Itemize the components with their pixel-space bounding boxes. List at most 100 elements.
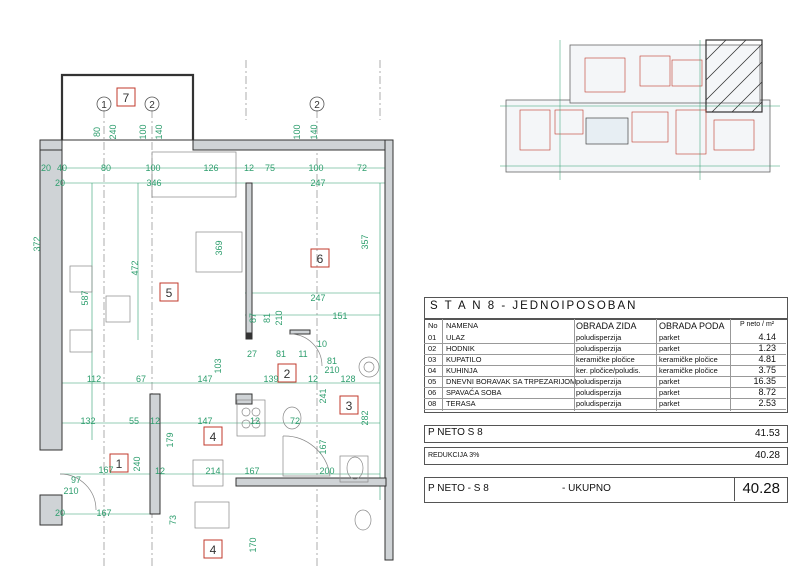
row-no: 05 (428, 377, 437, 386)
dimension-label: 240 (108, 124, 118, 139)
dimension-label: 12 (250, 416, 260, 426)
dimension-label: 210 (274, 310, 284, 325)
room-number: 6 (317, 252, 324, 266)
dimension-label: 214 (205, 466, 220, 476)
dimension-label: 72 (290, 416, 300, 426)
dimension-label: 200 (319, 466, 334, 476)
dimension-label: 240 (132, 456, 142, 471)
total-value: 40.28 (742, 480, 780, 497)
total-label: P NETO - S 8 (428, 483, 489, 494)
key-plan (500, 39, 780, 180)
dimension-label: 100 (138, 124, 148, 139)
dimension-label: 73 (168, 515, 178, 525)
header-floor: OBRADA PODA (659, 321, 725, 331)
row-wall: keramičke pločice (576, 355, 635, 364)
row-floor: parket (659, 377, 680, 386)
row-name: KUPATILO (446, 355, 482, 364)
dimension-label: 346 (146, 178, 161, 188)
row-area: 4.14 (758, 332, 776, 342)
dimension-label: 357 (360, 234, 370, 249)
dimension-label: 140 (154, 124, 164, 139)
header-wall: OBRADA ZIDA (576, 321, 637, 331)
dimension-label: 139 (263, 374, 278, 384)
schedule-title: S T A N 8 - JEDNOIPOSOBAN (430, 300, 638, 312)
header-name: NAMENA (446, 321, 479, 330)
dimension-label: 40 (57, 163, 67, 173)
row-name: KUHINJA (446, 366, 478, 375)
dimension-label: 140 (309, 124, 319, 139)
dimension-label: 369 (214, 240, 224, 255)
row-area: 4.81 (758, 354, 776, 364)
row-wall: poludisperzija (576, 344, 622, 353)
dimension-label: 472 (130, 260, 140, 275)
row-name: HODNIK (446, 344, 475, 353)
dimension-label: 12 (155, 466, 165, 476)
dimension-label: 87 (248, 313, 258, 323)
dimension-label: 72 (357, 163, 367, 173)
room-number: 5 (166, 286, 173, 300)
dimension-label: 12 (308, 374, 318, 384)
header-area: P neto / m² (740, 321, 775, 328)
dimension-label: 126 (203, 163, 218, 173)
row-no: 03 (428, 355, 437, 364)
dimension-label: 103 (213, 358, 223, 373)
room-schedule: S T A N 8 - JEDNOIPOSOBAN No NAMENA OBRA… (424, 297, 788, 513)
row-no: 08 (428, 399, 437, 408)
dimension-label: 247 (310, 178, 325, 188)
dimension-label: 167 (96, 508, 111, 518)
row-area: 8.72 (758, 387, 776, 397)
dimension-label: 170 (248, 537, 258, 552)
room-number: 4 (210, 543, 217, 557)
dimension-label: 27 (247, 349, 257, 359)
axis-label: 1 (101, 100, 107, 111)
dimension-label: 67 (136, 374, 146, 384)
dimension-label: 11 (298, 349, 307, 359)
row-wall: poludisperzija (576, 388, 622, 397)
row-no: 01 (428, 333, 437, 342)
dimension-label: 100 (308, 163, 323, 173)
reduction-label: REDUKCIJA 3% (428, 452, 480, 459)
pneto-value: 41.53 (754, 428, 780, 439)
row-name: DNEVNI BORAVAK SA TRPEZARIJOM (446, 377, 577, 386)
row-name: ULAZ (446, 333, 465, 342)
row-floor: parket (659, 344, 680, 353)
row-name: TERASA (446, 399, 476, 408)
dimension-label: 167 (244, 466, 259, 476)
row-floor: keramičke pločice (659, 366, 718, 375)
axis-label: 2 (149, 100, 155, 111)
dimension-label: 247 (310, 293, 325, 303)
dimension-label: 282 (360, 410, 370, 425)
dimension-label: 55 (129, 416, 139, 426)
reduction-value: 40.28 (754, 450, 780, 461)
room-number: 2 (284, 367, 291, 381)
row-area: 3.75 (758, 365, 776, 375)
row-floor: parket (659, 399, 680, 408)
dimension-label: 210 (324, 365, 339, 375)
row-area: 2.53 (758, 398, 776, 408)
dimension-label: 179 (165, 432, 175, 447)
row-floor: parket (659, 333, 680, 342)
row-no: 04 (428, 366, 437, 375)
dimension-label: 100 (292, 124, 302, 139)
dimension-label: 12 (150, 416, 160, 426)
dimension-label: 167 (98, 465, 113, 475)
row-wall: poludisperzija (576, 333, 622, 342)
room-number: 3 (346, 399, 353, 413)
dimension-label: 100 (145, 163, 160, 173)
dimension-label: 147 (197, 374, 212, 384)
dimension-label: 210 (63, 486, 78, 496)
pneto-label: P NETO S 8 (428, 427, 483, 438)
row-no: 02 (428, 344, 437, 353)
room-number: 7 (123, 91, 130, 105)
dimension-label: 80 (92, 127, 102, 137)
dimension-label: 10 (317, 339, 327, 349)
row-area: 16.35 (753, 376, 776, 386)
dimension-label: 20 (41, 163, 51, 173)
dimension-label: 241 (318, 388, 328, 403)
dimension-label: 20 (55, 508, 65, 518)
dimension-label: 81 (327, 356, 337, 366)
row-name: SPAVAĆA SOBA (446, 388, 502, 397)
dimension-label: 132 (80, 416, 95, 426)
row-no: 06 (428, 388, 437, 397)
